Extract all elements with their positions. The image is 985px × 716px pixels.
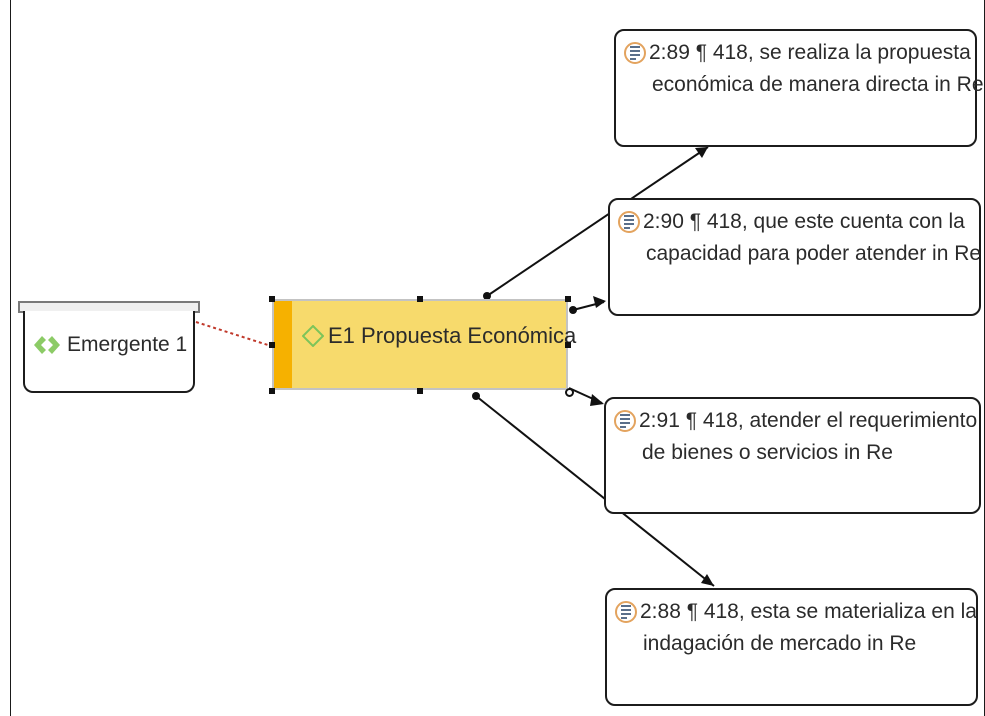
code-diamond-icon xyxy=(302,325,324,347)
selection-handle[interactable] xyxy=(565,342,571,348)
quotation-line-1: 2:88 ¶ 418, esta se materializa en la xyxy=(640,600,977,623)
quotation-line-2: de bienes o servicios in Re xyxy=(642,441,893,464)
selection-handle[interactable] xyxy=(565,388,574,397)
selection-handle[interactable] xyxy=(269,388,275,394)
selection-handle[interactable] xyxy=(269,342,275,348)
code-group-icon xyxy=(34,336,60,354)
quotation-icon xyxy=(614,410,636,432)
quotation-line-1: 2:91 ¶ 418, atender el requerimiento xyxy=(639,409,978,432)
selection-handle[interactable] xyxy=(565,296,571,302)
quotation-icon xyxy=(615,601,637,623)
selection-handle[interactable] xyxy=(417,296,423,302)
quotation-node[interactable]: 2:88 ¶ 418, esta se materializa en la in… xyxy=(605,588,978,706)
selection-handle[interactable] xyxy=(269,296,275,302)
quotation-icon xyxy=(624,42,646,64)
group-node[interactable]: Emergente 1 xyxy=(23,311,195,393)
selection-handle[interactable] xyxy=(417,388,423,394)
code-label-row: E1 Propuesta Económica xyxy=(302,323,576,349)
quotation-line-1: 2:89 ¶ 418, se realiza la propuesta xyxy=(649,41,971,64)
code-label: E1 Propuesta Económica xyxy=(328,323,577,348)
quotation-node[interactable]: 2:91 ¶ 418, atender el requerimiento de … xyxy=(604,397,981,514)
quotation-node[interactable]: 2:89 ¶ 418, se realiza la propuesta econ… xyxy=(614,29,984,147)
group-label-row: Emergente 1 xyxy=(33,333,187,357)
code-color-stripe xyxy=(274,301,292,388)
quotation-line-2: económica de manera directa in Re xyxy=(652,73,984,96)
quotation-line-2: indagación de mercado in Re xyxy=(643,632,917,655)
group-label: Emergente 1 xyxy=(67,333,188,356)
quotation-line-2: capacidad para poder atender in Re xyxy=(646,242,982,265)
code-node[interactable]: E1 Propuesta Económica xyxy=(272,299,576,390)
quotation-icon xyxy=(618,211,640,233)
quotation-node[interactable]: 2:90 ¶ 418, que este cuenta con la capac… xyxy=(608,198,981,316)
quotation-line-1: 2:90 ¶ 418, que este cuenta con la xyxy=(643,210,965,233)
